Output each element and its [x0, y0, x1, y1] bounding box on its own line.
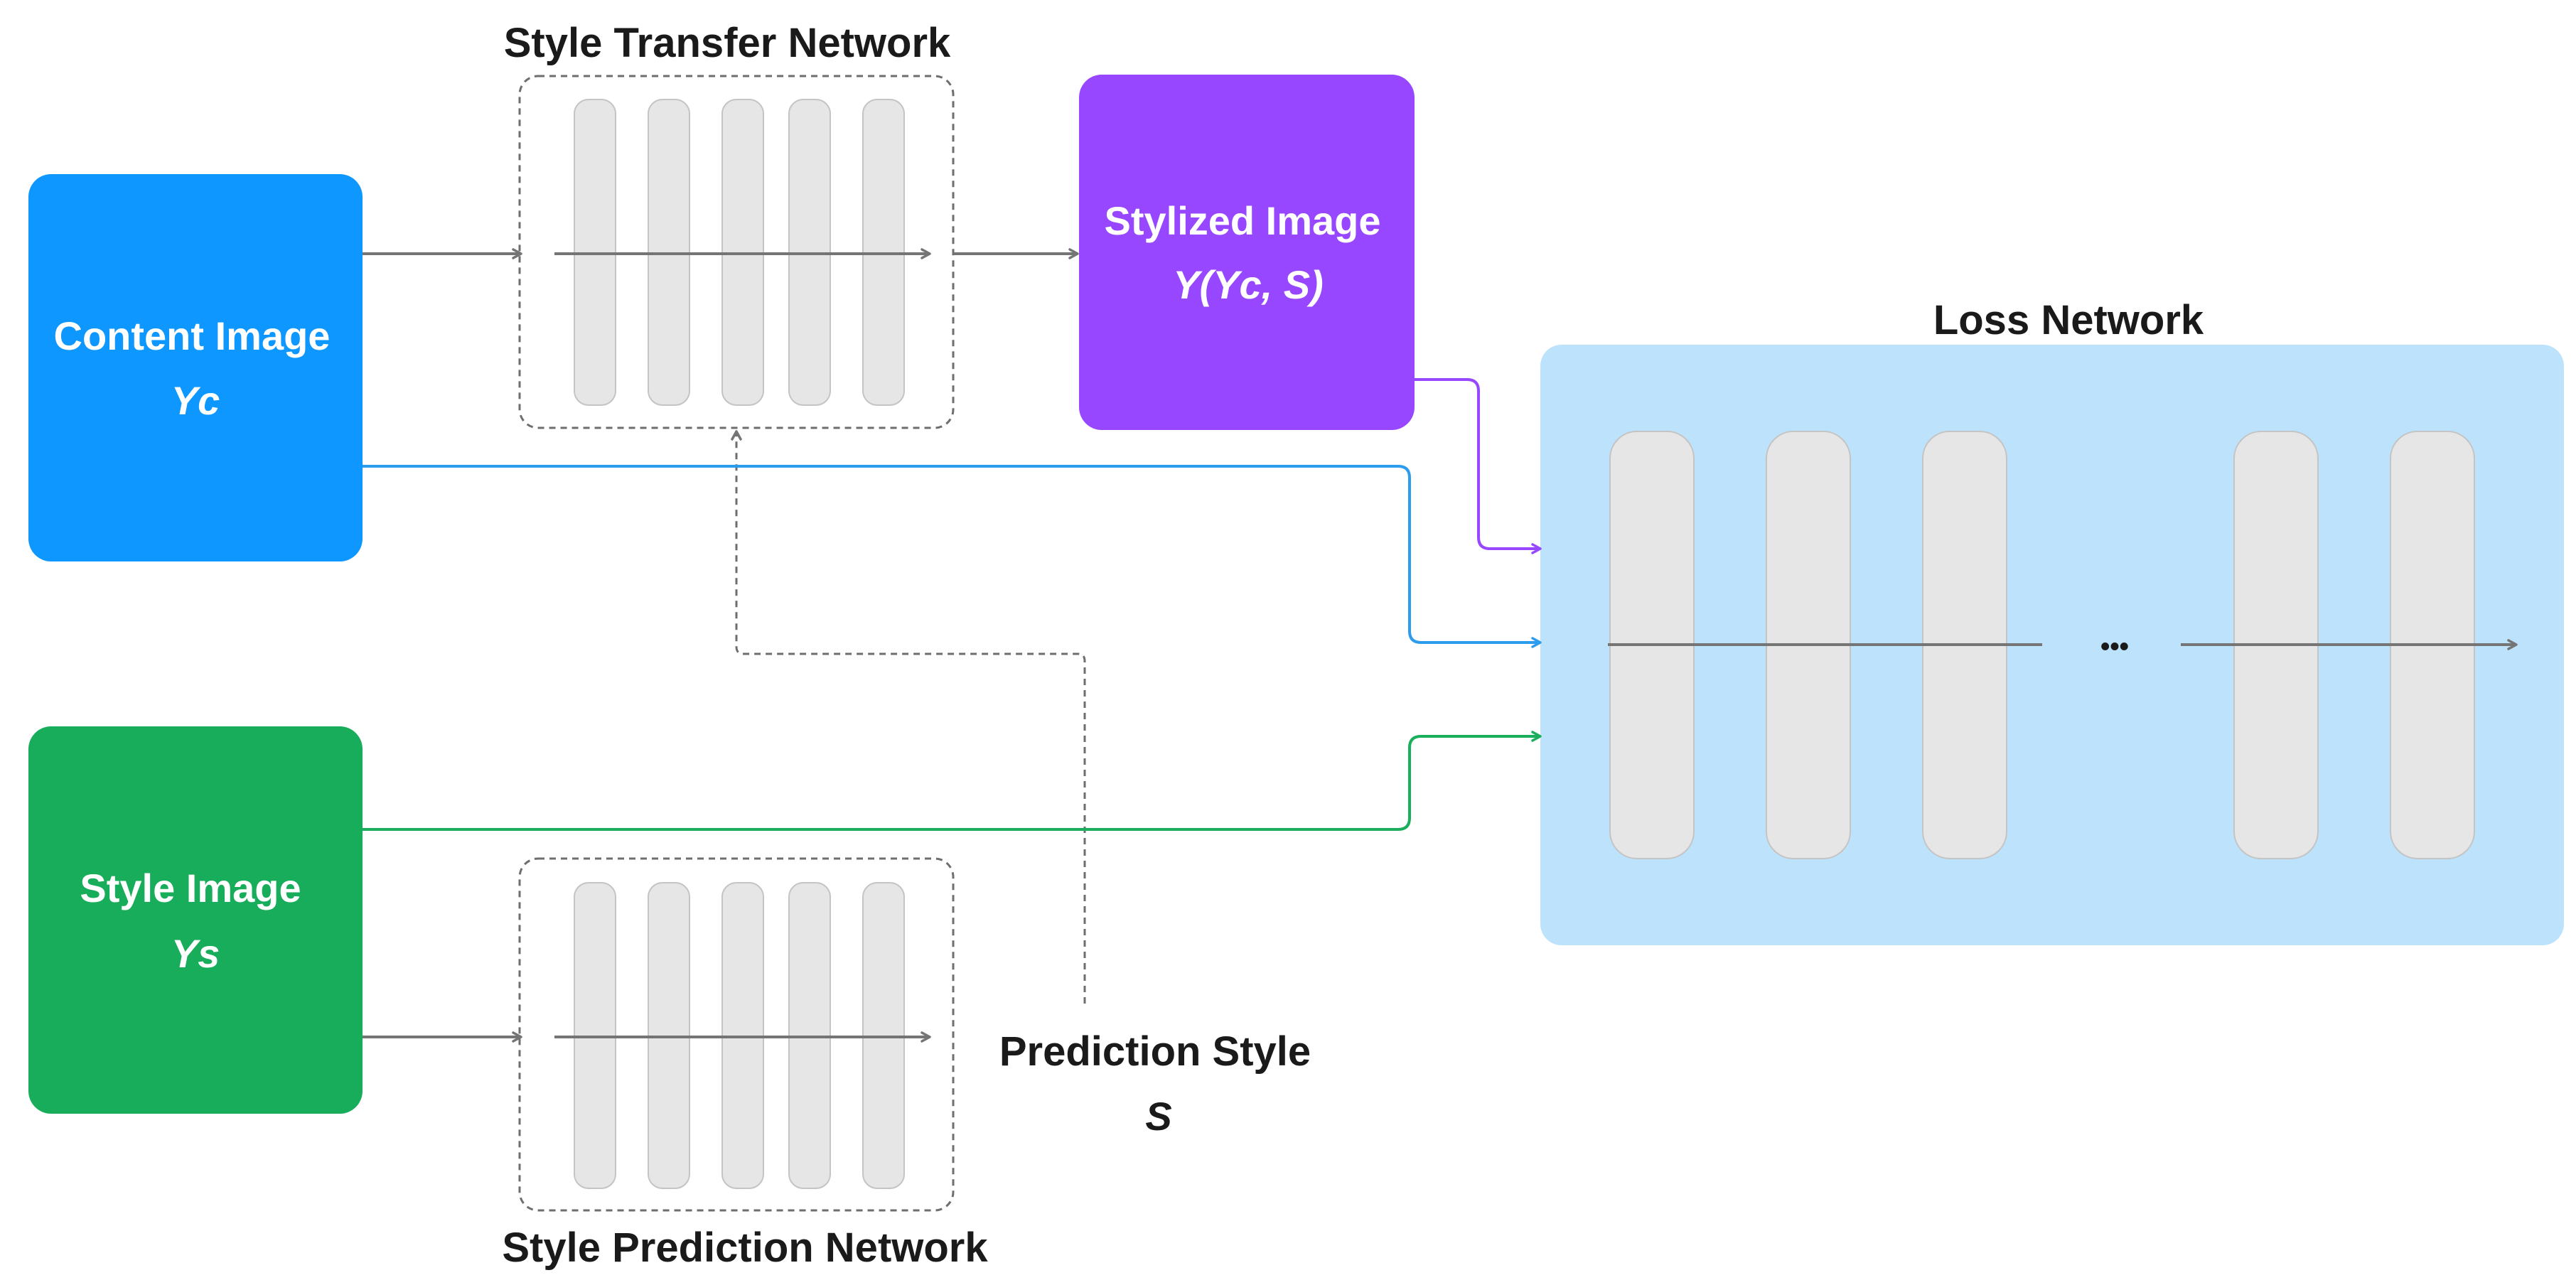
content-image-sub: Yc	[171, 378, 220, 423]
content-to-loss-arrow	[363, 465, 1542, 648]
stylized-image-box	[1079, 75, 1415, 430]
loss-ellipsis: •••	[2100, 632, 2129, 662]
stylized-to-loss-arrow	[1415, 378, 1542, 554]
style-image-title: Style Image	[80, 866, 301, 910]
content-image-title: Content Image	[54, 313, 331, 358]
content-image-box	[28, 174, 363, 561]
style-prediction-network-frame	[518, 857, 955, 1212]
prediction-style-sub: S	[1145, 1094, 1171, 1139]
style-image-box	[28, 726, 363, 1114]
style-transfer-network-frame	[518, 75, 955, 429]
prediction-style-dashed-arrow	[731, 430, 1086, 1004]
stylized-image-sub: Y(Yc, S)	[1173, 262, 1324, 307]
style-to-loss-arrow	[363, 731, 1542, 831]
style-image-sub: Ys	[171, 931, 220, 976]
style-transfer-network-title: Style Transfer Network	[504, 20, 951, 66]
stylized-image-title: Stylized Image	[1104, 198, 1380, 243]
loss-network-title: Loss Network	[1933, 297, 2204, 343]
style-prediction-network-title: Style Prediction Network	[502, 1225, 988, 1271]
prediction-style-title: Prediction Style	[999, 1028, 1311, 1075]
